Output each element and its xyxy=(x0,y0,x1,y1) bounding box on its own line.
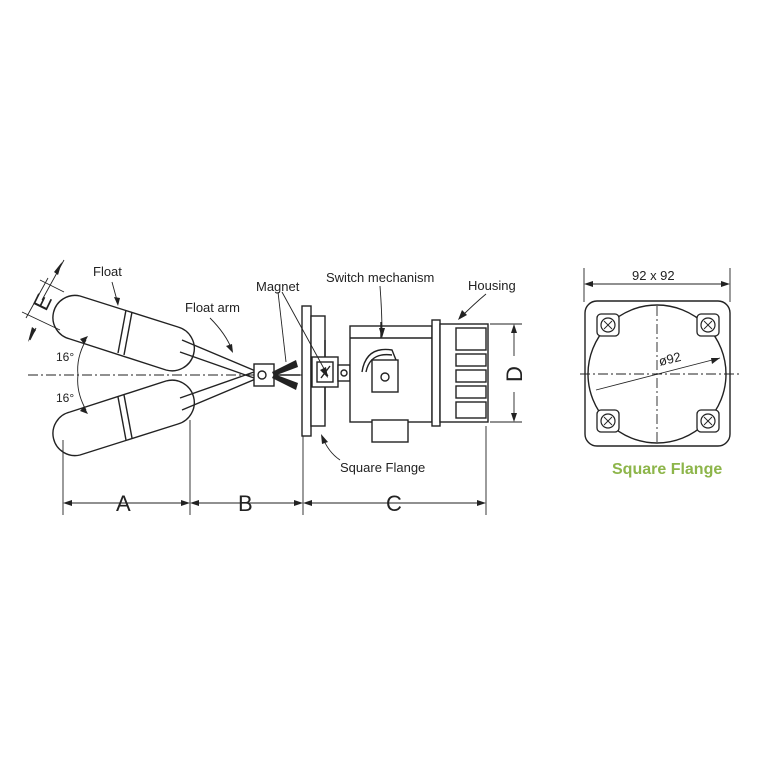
switch-mechanism-block xyxy=(311,356,351,388)
label-dim-d: D xyxy=(502,366,527,382)
lower-float xyxy=(52,379,195,457)
label-dim-e: E xyxy=(28,290,57,314)
label-angle-top: 16° xyxy=(56,350,74,364)
label-dim-c: C xyxy=(386,491,402,516)
lower-float-seam xyxy=(117,396,127,441)
bolt-top-right xyxy=(696,313,720,337)
housing-cap xyxy=(431,319,489,427)
diameter-line xyxy=(595,357,721,391)
upper-float xyxy=(52,294,195,372)
dimension-e xyxy=(21,259,65,342)
flange-plate xyxy=(584,300,731,447)
label-housing: Housing xyxy=(468,278,516,293)
label-float-arm: Float arm xyxy=(185,300,240,315)
leader-lines xyxy=(111,281,487,461)
bolt-bottom-left xyxy=(596,409,620,433)
label-bolt-circle: ø92 xyxy=(657,349,682,369)
upper-float-seam xyxy=(117,309,127,354)
float-arms xyxy=(179,339,259,411)
label-angle-bottom: 16° xyxy=(56,391,74,405)
label-switch-mechanism: Switch mechanism xyxy=(326,270,434,285)
flange-front-view: 92 x 92 ø92 Square Flange xyxy=(580,268,742,478)
flange-view-title: Square Flange xyxy=(612,461,722,478)
label-float: Float xyxy=(93,264,122,279)
dimension-abc xyxy=(62,420,487,515)
label-dim-b: B xyxy=(238,491,253,516)
label-magnet: Magnet xyxy=(256,279,300,294)
angle-arc-bottom xyxy=(77,374,87,411)
label-dim-a: A xyxy=(116,491,131,516)
pivot-assembly xyxy=(253,360,300,390)
housing-body xyxy=(349,322,433,443)
label-flange-size: 92 x 92 xyxy=(632,268,675,283)
label-square-flange-side: Square Flange xyxy=(340,460,425,475)
bolt-top-left xyxy=(596,313,620,337)
dimension-d xyxy=(490,323,522,423)
bolt-bottom-right xyxy=(696,409,720,433)
angle-arc-top xyxy=(77,339,87,376)
